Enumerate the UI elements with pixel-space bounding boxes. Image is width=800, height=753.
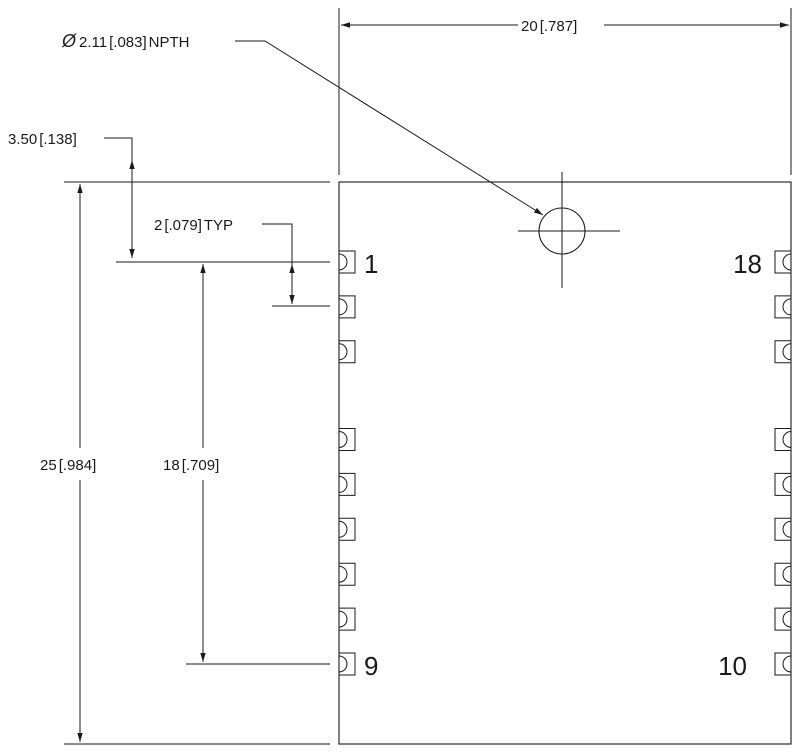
pitch-suffix: TYP xyxy=(204,217,233,234)
left-pad-notch xyxy=(338,431,348,448)
right-pad-notch xyxy=(782,475,792,493)
span-mm: 18 xyxy=(163,457,180,474)
right-pad xyxy=(774,472,791,496)
left-pad-notch xyxy=(338,565,348,583)
npth-mounting-hole xyxy=(518,172,620,288)
left-pad xyxy=(339,562,356,586)
width-inch: .787 xyxy=(544,18,573,35)
top-offset-dimension: 3.50[.138] xyxy=(8,131,330,263)
svg-text:Ø2.11[.083]NPTH: Ø2.11[.083]NPTH xyxy=(61,31,190,51)
left-pad xyxy=(339,472,356,496)
svg-text:25[.984]: 25[.984] xyxy=(40,457,96,474)
pitch-inch: .079 xyxy=(169,217,198,234)
svg-text:20[.787]: 20[.787] xyxy=(521,18,577,35)
right-pad xyxy=(774,517,791,541)
pin-label-18: 18 xyxy=(733,249,762,279)
right-pad-notch xyxy=(782,298,792,316)
svg-text:3.50[.138]: 3.50[.138] xyxy=(8,131,77,148)
hole-mm: 2.11 xyxy=(79,34,107,51)
height-dimension: 25[.984] xyxy=(40,184,330,745)
module-outline xyxy=(338,181,792,745)
left-pad xyxy=(339,295,356,319)
left-pad xyxy=(339,340,356,364)
right-pad xyxy=(774,652,791,676)
pin-label-1: 1 xyxy=(364,249,378,279)
left-pad xyxy=(339,607,356,631)
right-pad-notch xyxy=(782,343,792,361)
hole-suffix: NPTH xyxy=(149,34,190,51)
svg-text:2[.079]TYP: 2[.079]TYP xyxy=(154,217,233,234)
left-pad-notch xyxy=(338,520,348,538)
height-inch: .984 xyxy=(63,457,92,474)
offset-inch: .138 xyxy=(43,131,72,148)
diameter-symbol: Ø xyxy=(61,31,77,51)
offset-mm: 3.50 xyxy=(8,131,37,148)
left-pad-notch xyxy=(338,475,348,493)
left-pad-notch xyxy=(338,610,348,628)
right-pad-notch xyxy=(782,431,792,448)
hole-inch: .083 xyxy=(113,34,142,51)
left-pad xyxy=(339,250,356,274)
right-castellated-pads xyxy=(774,250,792,676)
pitch-dimension: 2[.079]TYP xyxy=(154,217,330,307)
height-mm: 25 xyxy=(40,457,57,474)
pin-label-9: 9 xyxy=(364,651,378,681)
left-pad-notch xyxy=(338,655,348,673)
left-pad-notch xyxy=(338,253,348,271)
right-pad xyxy=(774,295,791,319)
right-pad-notch xyxy=(782,655,792,673)
right-pad-notch xyxy=(782,520,792,538)
right-pad-notch xyxy=(782,565,792,583)
span-inch: .709 xyxy=(186,457,215,474)
pitch-mm: 2 xyxy=(154,217,162,234)
width-dimension: 20[.787] xyxy=(338,8,792,175)
right-pad xyxy=(774,340,791,364)
right-pad xyxy=(774,250,791,274)
width-mm: 20 xyxy=(521,18,538,35)
left-pad-notch xyxy=(338,298,348,316)
right-pad xyxy=(774,607,791,631)
left-castellated-pads xyxy=(338,250,356,676)
left-pad xyxy=(339,428,356,451)
right-pad xyxy=(774,428,791,451)
right-pad-notch xyxy=(782,610,792,628)
pin-span-dimension: 18[.709] xyxy=(163,264,330,665)
right-pad-notch xyxy=(782,253,792,271)
left-pad xyxy=(339,517,356,541)
svg-text:18[.709]: 18[.709] xyxy=(163,457,219,474)
left-pad xyxy=(339,652,356,676)
pin-label-10: 10 xyxy=(718,651,747,681)
left-pad-notch xyxy=(338,343,348,361)
right-pad xyxy=(774,562,791,586)
